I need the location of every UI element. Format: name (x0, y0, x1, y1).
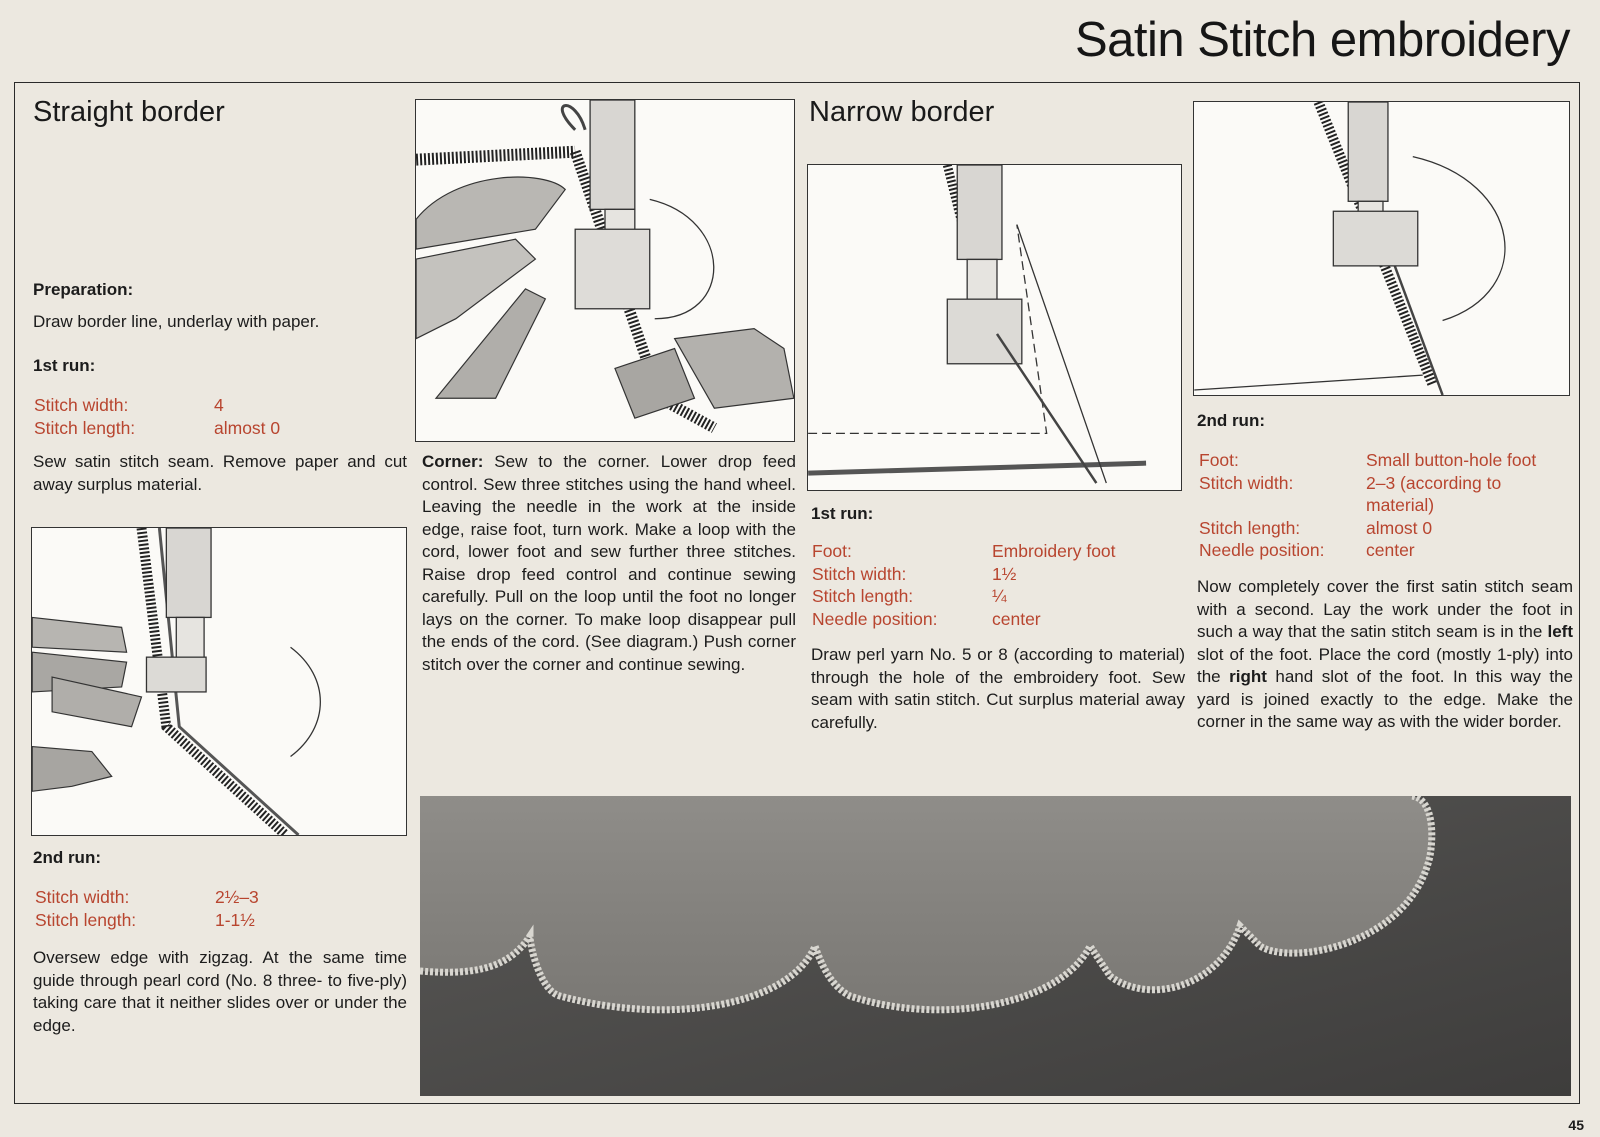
setting-key: Foot: (812, 541, 852, 561)
setting-row: Stitch width: 2½–3 (35, 886, 335, 909)
setting-value: 1½ (992, 563, 1017, 584)
illustration-narrow-first-run (807, 164, 1182, 491)
setting-value: Embroidery foot (992, 541, 1116, 561)
setting-row: Stitch width: 1½ (812, 563, 1172, 586)
narrow-run2-label: 2nd run: (1197, 411, 1265, 430)
straight-run2-settings: Stitch width: 2½–3 Stitch length: 1-1½ (35, 886, 335, 931)
setting-row: Stitch length: 1-1½ (35, 909, 335, 932)
setting-value: almost 0 (1366, 517, 1433, 538)
sewing-foot-cord-illustration (32, 528, 321, 835)
setting-key: Stitch length: (1199, 517, 1301, 538)
setting-value: 2–3 (according to material) (1366, 472, 1502, 516)
narrow-run1-text: Draw perl yarn No. 5 or 8 (according to … (811, 645, 1185, 732)
corner-lead: Corner: (422, 452, 484, 471)
setting-value: center (1366, 540, 1415, 560)
setting-value: Small button-hole foot (1366, 450, 1537, 470)
button-hole-foot-illustration (1194, 102, 1506, 395)
corner-body: Sew to the corner. Lower drop feed contr… (422, 452, 796, 674)
narrow-run2-text: Now completely cover the first satin sti… (1197, 576, 1573, 734)
setting-row: Needle position: center (1199, 539, 1579, 562)
setting-key: Stitch length: (34, 417, 136, 438)
straight-border-heading: Straight border (33, 96, 225, 128)
preparation-label: Preparation: (33, 280, 134, 299)
run2-text-part: hand slot of the foot. In this way the y… (1197, 667, 1573, 731)
setting-row: Stitch length: ¼ (812, 585, 1172, 608)
setting-key: Stitch length: (812, 586, 914, 606)
setting-value: 1-1½ (215, 909, 255, 930)
page-number: 45 (1568, 1117, 1584, 1133)
setting-value: 4 (214, 395, 224, 415)
illustration-narrow-second-run (1193, 101, 1570, 396)
setting-key: Foot: (1199, 450, 1239, 470)
setting-key: Needle position: (1199, 540, 1325, 560)
narrow-run1-label: 1st run: (811, 504, 874, 523)
illustration-second-run-straight (31, 527, 407, 836)
setting-row: Needle position: center (812, 608, 1172, 631)
setting-key: Stitch width: (35, 887, 130, 907)
run2-text-part: slot of the foot. Place the cord (mostly… (1197, 644, 1573, 687)
straight-run1-text: Sew satin stitch seam. Remove paper and … (33, 452, 407, 494)
straight-run1-settings: Stitch width: 4 Stitch length: almost 0 (34, 394, 334, 439)
setting-row: Stitch width: 4 (34, 394, 334, 417)
scalloped-border-photo (420, 796, 1571, 1096)
embroidery-foot-illustration (808, 165, 1147, 484)
page-title: Satin Stitch embroidery (1074, 13, 1571, 67)
setting-key: Stitch width: (1199, 472, 1294, 493)
setting-value: 2½–3 (215, 887, 259, 907)
straight-run2-label: 2nd run: (33, 848, 101, 867)
setting-row: Stitch length: almost 0 (34, 417, 334, 440)
corner-loop-illustration (416, 100, 794, 433)
setting-value: ¼ (992, 586, 1007, 606)
narrow-run1-settings: Foot: Embroidery foot Stitch width: 1½ Sti… (812, 540, 1172, 630)
setting-value: center (992, 608, 1041, 629)
scalloped-fabric-image (420, 796, 1571, 1096)
setting-key: Stitch length: (35, 909, 137, 930)
content-frame (14, 82, 1580, 1104)
setting-row: Foot: Small button-hole foot (1199, 449, 1579, 472)
straight-run1-label: 1st run: (33, 356, 96, 375)
setting-row: Stitch width: 2–3 (according to material) (1199, 472, 1579, 517)
narrow-border-heading: Narrow border (809, 96, 995, 128)
setting-key: Stitch width: (812, 563, 907, 584)
run2-text-part: Now completely cover the first satin sti… (1197, 577, 1573, 641)
corner-text: Corner: Sew to the corner. Lower drop fe… (422, 451, 796, 676)
setting-row: Foot: Embroidery foot (812, 540, 1172, 563)
setting-key: Stitch width: (34, 395, 129, 415)
illustration-corner (415, 99, 795, 442)
setting-value: almost 0 (214, 417, 281, 438)
straight-run2-text: Oversew edge with zigzag. At the same ti… (33, 948, 407, 1035)
run2-bold-right: right (1229, 667, 1267, 686)
narrow-run2-settings: Foot: Small button-hole foot Stitch width… (1199, 449, 1579, 562)
preparation-text: Draw border line, underlay with paper. (33, 312, 320, 331)
setting-row: Stitch length: almost 0 (1199, 517, 1579, 540)
run2-bold-left: left (1547, 622, 1574, 641)
setting-key: Needle position: (812, 608, 938, 629)
